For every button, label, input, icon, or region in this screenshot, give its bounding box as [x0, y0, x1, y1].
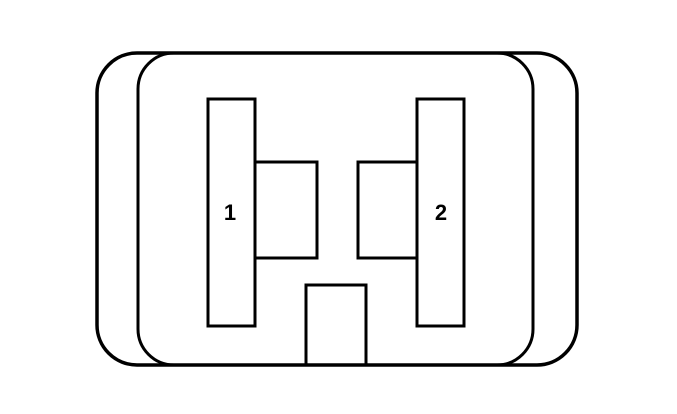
connector-inner-face: [136, 51, 535, 367]
pin-2-label: 2: [435, 200, 447, 225]
pin-2-cavity: [356, 97, 466, 328]
pin-1-latch: [255, 160, 319, 260]
pin-2-latch: [356, 160, 417, 260]
connector-outer-housing: [95, 51, 579, 367]
connector-keyway: [304, 283, 368, 365]
pin-1-label: 1: [224, 200, 236, 225]
pin-1-cavity: [206, 97, 319, 328]
pin-2-terminal: [415, 97, 466, 328]
pin-1-terminal: [206, 97, 257, 328]
